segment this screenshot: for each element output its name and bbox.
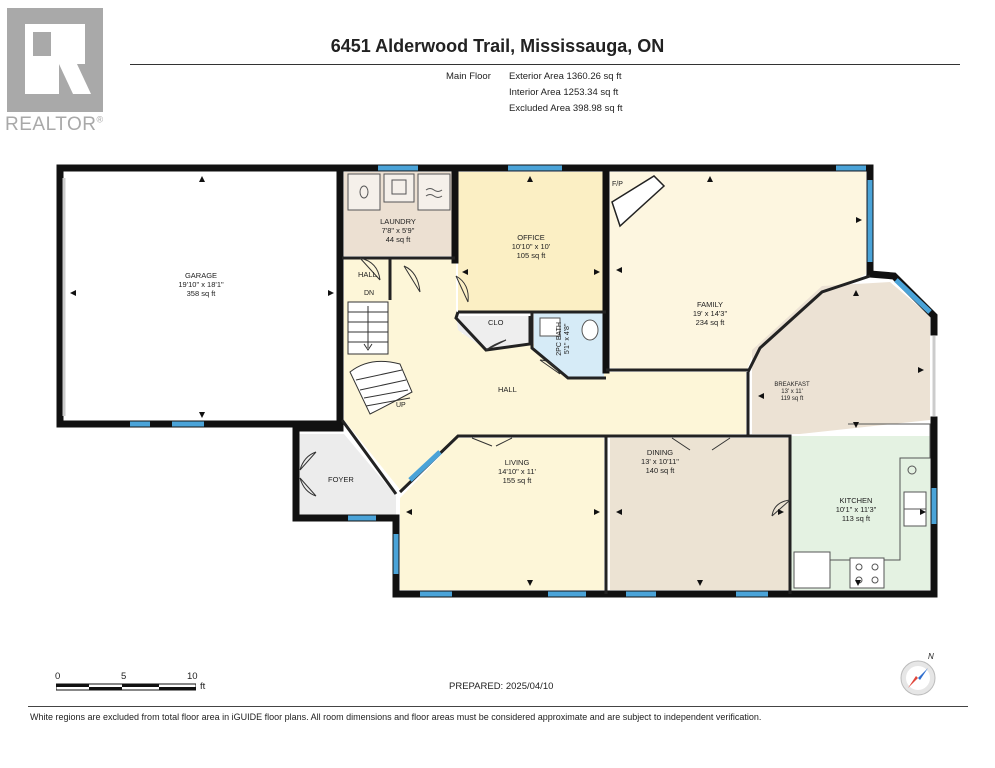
realtor-logo-mark (7, 8, 103, 112)
garage-area: 358 sq ft (186, 289, 216, 298)
realtor-logo (5, 6, 105, 114)
door-laundry (359, 257, 381, 281)
window-hall-diag (408, 450, 442, 482)
closet-fill (456, 316, 530, 350)
garage-name: GARAGE (184, 271, 218, 280)
compass-icon (900, 660, 936, 696)
realtor-logo-word: REALTOR (5, 114, 97, 135)
living-fill (400, 438, 604, 590)
bath-dims: 5'1" x 4'8" (564, 323, 571, 355)
stove-icon (849, 557, 885, 589)
breakfast-dims: 13' x 11' (781, 389, 803, 395)
dining-name: DINING (646, 448, 674, 457)
kitchen-area: 113 sq ft (841, 514, 871, 523)
family-name: FAMILY (696, 300, 724, 309)
fridge-icon (793, 551, 831, 589)
door-closet (485, 339, 507, 351)
floor-name: Main Floor (446, 71, 491, 82)
kitchen-name: KITCHEN (839, 496, 873, 505)
realtor-registered-mark: ® (96, 114, 104, 125)
door-foyer (299, 451, 317, 497)
dishwasher-icon (907, 465, 917, 475)
compass-north-label: N (928, 652, 934, 661)
scale-tick-0: 0 (55, 671, 61, 682)
property-address: 6451 Alderwood Trail, Mississauga, ON (330, 36, 665, 56)
prepared-date: PREPARED: 2025/04/10 (449, 681, 554, 692)
hall-label: HALL (498, 385, 517, 394)
foyer-label: FOYER (328, 475, 354, 484)
garage-wall (56, 164, 344, 428)
foyer-fill (296, 434, 396, 516)
kitchen-fixtures (793, 423, 931, 589)
living-area: 155 sq ft (502, 476, 532, 485)
scale-unit: ft (200, 681, 206, 692)
footer-divider (28, 706, 968, 707)
door-hall-small (403, 265, 421, 293)
door-bath (539, 359, 561, 375)
windows (130, 165, 937, 597)
scale-bar (56, 683, 196, 691)
family-fill (610, 172, 866, 372)
stairs-down-label: DN (364, 290, 375, 297)
office-area: 105 sq ft (516, 251, 546, 260)
kitchen-dims: 10'1" x 11'3" (835, 505, 877, 514)
hall-fill (344, 258, 746, 492)
door-living (471, 437, 513, 447)
breakfast-area: 119 sq ft (780, 396, 804, 402)
breakfast-fill (752, 282, 930, 434)
stairs-up-label: UP (396, 402, 406, 409)
closet-label: CLO (488, 318, 504, 327)
wall-markers (70, 176, 926, 586)
bath-fixtures (539, 317, 599, 341)
stairs-down-icon (347, 301, 389, 355)
window-breakfast (894, 278, 932, 314)
office-name: OFFICE (517, 233, 545, 242)
dryer-icon (417, 173, 451, 211)
door-dining (671, 437, 731, 451)
laundry-appliances (347, 173, 451, 211)
dining-fill (610, 438, 790, 590)
interior-area: Interior Area 1253.34 sq ft (509, 87, 619, 98)
laundry-name: LAUNDRY (380, 217, 416, 226)
family-dims: 19' x 14'3" (692, 309, 728, 318)
stairs-up-icon (349, 360, 413, 415)
office-fill (458, 172, 604, 312)
office-dims: 10'10" x 10' (511, 242, 551, 251)
vanity-icon (539, 317, 561, 337)
fireplace-icon (611, 175, 666, 228)
door-office (455, 275, 469, 303)
bath-name: 2PC BATH (556, 322, 563, 356)
header-divider (130, 64, 960, 65)
family-breakfast-wall (746, 274, 871, 373)
living-dims: 14'10" x 11' (498, 467, 536, 476)
scale-tick-5: 5 (121, 671, 127, 682)
dining-area: 140 sq ft (645, 466, 675, 475)
excluded-area: Excluded Area 398.98 sq ft (509, 103, 623, 114)
dining-top-wall (606, 434, 792, 594)
washer-icon (347, 173, 381, 211)
toilet-icon (581, 319, 599, 341)
laundry-dims: 7'8" x 5'9" (381, 226, 415, 235)
doors (299, 257, 791, 517)
fireplace-label: F/P (612, 181, 623, 188)
sink-icon (383, 173, 415, 203)
realtor-logo-text: REALTOR® (5, 114, 104, 136)
foyer-hall-wall (340, 419, 398, 495)
garage-dims: 19'10" x 18'1" (178, 280, 224, 289)
dining-dims: 13' x 10'11" (641, 457, 679, 466)
disclaimer: White regions are excluded from total fl… (30, 712, 762, 722)
breakfast-name: BREAKFAST (774, 382, 810, 388)
door-kitchen (771, 499, 791, 517)
living-name: LIVING (504, 458, 530, 467)
scale-tick-10: 10 (187, 671, 198, 682)
hall-small-label: HALL (358, 270, 377, 279)
exterior-area: Exterior Area 1360.26 sq ft (509, 71, 622, 82)
family-area: 234 sq ft (695, 318, 725, 327)
laundry-area: 44 sq ft (385, 235, 411, 244)
garage-fill (64, 172, 338, 422)
